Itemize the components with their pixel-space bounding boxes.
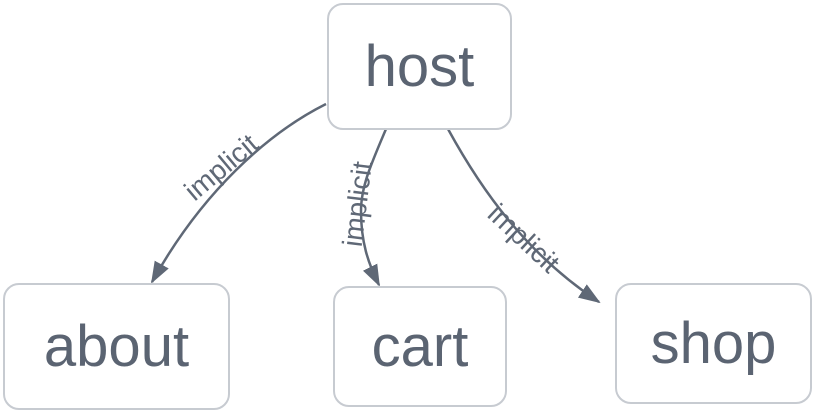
node-cart[interactable]: cart: [333, 286, 507, 407]
edge-host-shop: [446, 128, 601, 304]
edge-host-cart: [359, 128, 388, 287]
node-shop-label: shop: [650, 310, 777, 376]
edge-label-host-shop: implicit: [482, 198, 566, 279]
edge-label-host-about: implicit: [178, 128, 264, 207]
node-shop[interactable]: shop: [615, 283, 812, 404]
edge-label-host-cart: implicit: [337, 159, 378, 248]
edge-host-about: [150, 102, 327, 284]
node-host-label: host: [364, 33, 475, 99]
node-about-label: about: [43, 313, 190, 379]
node-cart-label: cart: [371, 313, 469, 379]
node-host[interactable]: host: [327, 3, 512, 130]
node-about[interactable]: about: [3, 283, 230, 410]
